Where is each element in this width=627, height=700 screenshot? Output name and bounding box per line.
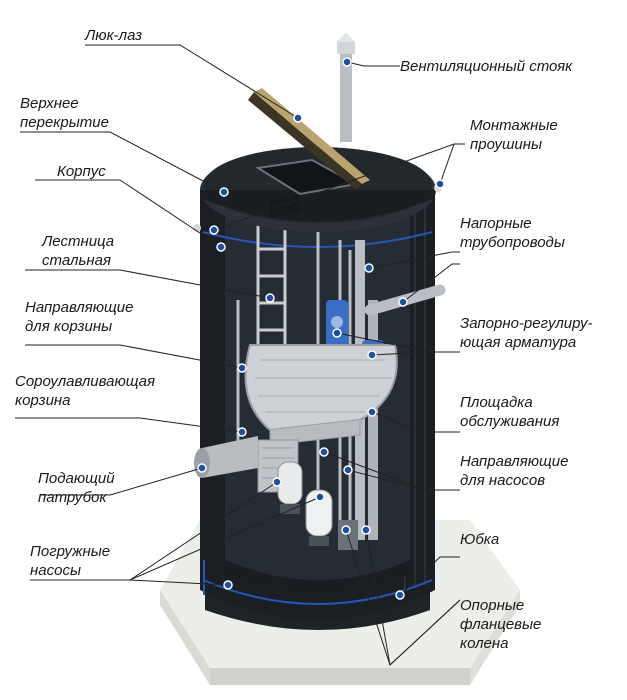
- service-platform: [244, 344, 398, 446]
- label-inlet-pipe: Подающий патрубок: [38, 470, 115, 506]
- label-service-platform: Площадка обслуживания: [460, 394, 560, 430]
- label-vent-stack: Вентиляционный стояк: [400, 58, 573, 75]
- label-pressure-pipes: Напорные трубопроводы: [460, 215, 565, 251]
- label-ladder: Лестница стальная: [42, 233, 115, 269]
- label-pumps: Погружные насосы: [30, 543, 111, 579]
- label-housing: Корпус: [57, 163, 106, 180]
- label-basket-guides: Направляющие для корзины: [25, 299, 134, 335]
- label-skirt: Юбка: [460, 531, 500, 548]
- label-debris-basket: Сороулавливающая корзина: [15, 373, 156, 409]
- leader-lines: [15, 44, 465, 666]
- label-hatch: Люк-лаз: [85, 27, 143, 44]
- label-pump-guides: Направляющие для насосов: [460, 453, 569, 489]
- label-mount-lugs: Монтажные проушины: [470, 117, 558, 153]
- label-support-elbows: Опорные фланцевые колена: [460, 597, 542, 652]
- top-slab: [200, 147, 436, 232]
- label-valves: Запорно-регулиру- ющая арматура: [460, 315, 593, 351]
- hatch-lid: [248, 88, 370, 190]
- submersible-pumps: [277, 461, 358, 550]
- marker-dots: [197, 57, 445, 600]
- label-top-slab: Верхнее перекрытие: [20, 95, 109, 131]
- vent-stack: [337, 32, 355, 142]
